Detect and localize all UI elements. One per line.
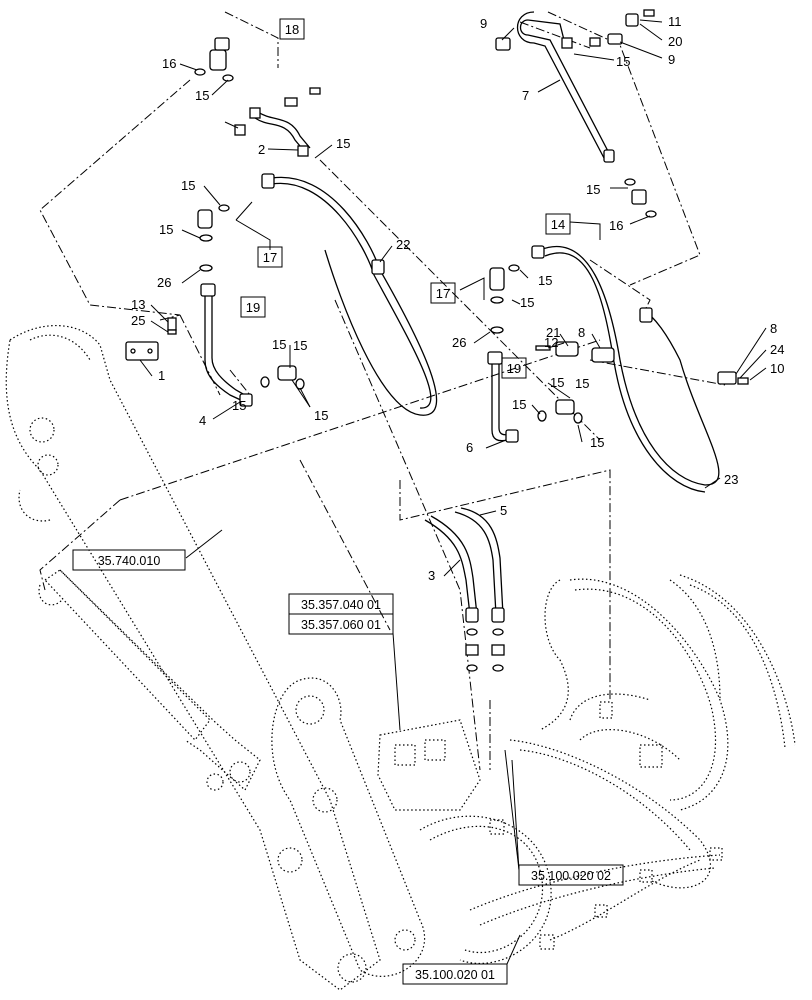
boxed-label-17-right: 17 (436, 286, 450, 301)
callout: 26 (452, 335, 466, 350)
callout: 5 (500, 503, 507, 518)
boxed-label-19-right: 19 (507, 361, 521, 376)
reference-label: 35.357.060 01 (301, 618, 381, 632)
hose-23 (531, 245, 720, 493)
callout: 15 (159, 222, 173, 237)
reference-label: 35.740.010 (98, 554, 161, 568)
callout: 15 (336, 136, 350, 151)
callout: 8 (770, 321, 777, 336)
callout: 15 (538, 273, 552, 288)
callout: 4 (199, 413, 206, 428)
callout: 22 (396, 237, 410, 252)
callout: 15 (590, 435, 604, 450)
valve-19-left (260, 365, 305, 390)
callout-numbers: 16 15 2 15 15 15 26 13 25 1 4 15 15 22 9… (131, 14, 784, 583)
callout: 8 (578, 325, 585, 340)
callout: 15 (181, 178, 195, 193)
callout: 16 (162, 56, 176, 71)
boxed-frames (72, 18, 624, 985)
assembly-lines (39, 11, 726, 771)
callout: 2 (258, 142, 265, 157)
tube-4 (200, 283, 253, 407)
callout: 15 (272, 337, 286, 352)
callout: 15 (616, 54, 630, 69)
callout: 15 (586, 182, 600, 197)
fitting-17-right (489, 264, 520, 334)
fitting-elbow-18 (194, 37, 234, 82)
reference-label: 35.357.040 01 (301, 598, 381, 612)
callout: 11 (668, 14, 682, 29)
callout: 15 (293, 338, 307, 353)
callout: 7 (522, 88, 529, 103)
valve-19-right (537, 399, 583, 424)
hose-22 (261, 173, 438, 416)
tubes-3-5 (424, 507, 505, 672)
callout: 15 (314, 408, 328, 423)
fittings-9-11-20 (589, 9, 655, 47)
callout: 15 (232, 398, 246, 413)
callout: 9 (668, 52, 675, 67)
boom-arm (5, 324, 381, 991)
callout: 24 (770, 342, 784, 357)
callout: 26 (157, 275, 171, 290)
hydraulic-hose-bundle (419, 574, 796, 965)
callout: 16 (609, 218, 623, 233)
callout: 9 (480, 16, 487, 31)
callout: 15 (575, 376, 589, 391)
callout: 15 (550, 375, 564, 390)
callout: 3 (428, 568, 435, 583)
fitting-14 (624, 178, 657, 218)
clamp-8-21 (535, 341, 749, 385)
callout: 10 (770, 361, 784, 376)
callout: 6 (466, 440, 473, 455)
tube-2 (234, 87, 321, 157)
callout: 1 (158, 368, 165, 383)
boxed-label-17-left: 17 (263, 250, 277, 265)
callout: 12 (544, 335, 558, 350)
control-valve (377, 719, 481, 811)
fitting-17-left (197, 204, 230, 272)
boxed-label-19-left: 19 (246, 300, 260, 315)
callout: 20 (668, 34, 682, 49)
boxed-label-14: 14 (551, 217, 565, 232)
boxed-label-18: 18 (285, 22, 299, 37)
callout: 15 (512, 397, 526, 412)
boom-linkage (271, 677, 426, 983)
leader-lines (139, 19, 767, 965)
reference-label: 35.100.020 01 (415, 968, 495, 982)
lift-cylinder (38, 569, 261, 791)
callout: 15 (195, 88, 209, 103)
callout: 23 (724, 472, 738, 487)
tube-7 (495, 11, 615, 163)
bracket-1 (125, 317, 177, 361)
callout: 21 (546, 325, 560, 340)
callout: 15 (520, 295, 534, 310)
callout: 25 (131, 313, 145, 328)
reference-label: 35.100.020 02 (531, 869, 611, 883)
callout: 13 (131, 297, 145, 312)
